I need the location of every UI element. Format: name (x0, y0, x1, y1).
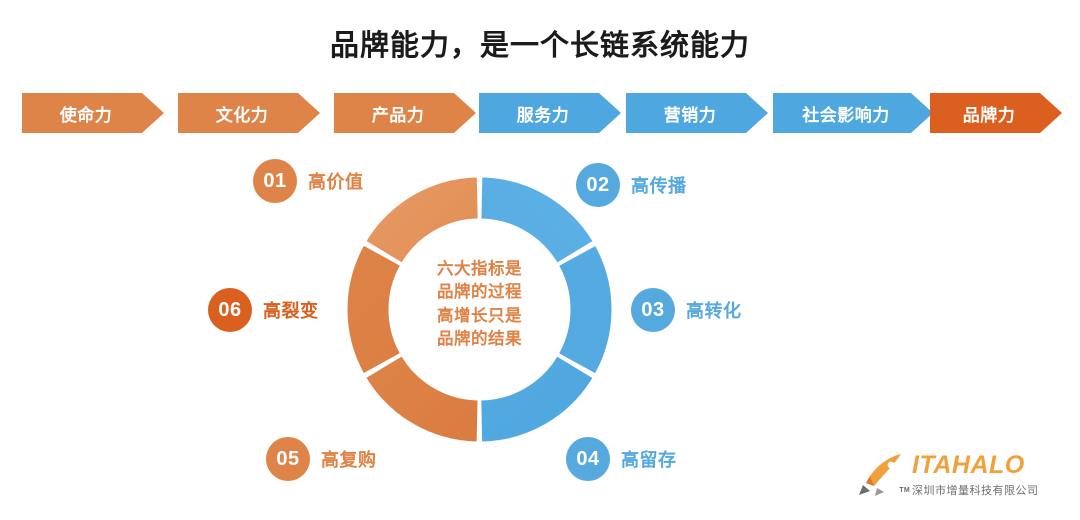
donut-marker-06[interactable]: 06 高裂变 (208, 288, 319, 332)
donut-marker-05-badge: 05 (266, 437, 310, 481)
chevron-step-4[interactable]: 服务力 (479, 93, 621, 133)
chevron-step-7[interactable]: 品牌力 (930, 93, 1062, 133)
donut-marker-04-label: 高留存 (621, 450, 677, 470)
center-line-3: 高增长只是 (437, 306, 522, 325)
donut-marker-04-badge: 04 (566, 437, 610, 481)
logo-company-subtitle: 深圳市增量科技有限公司 (912, 484, 1039, 497)
donut-chart (337, 167, 622, 452)
chevron-step-3[interactable]: 产品力 (334, 93, 476, 133)
chevron-step-6[interactable]: 社会影响力 (773, 93, 933, 133)
company-logo: TM ITAHALO 深圳市增量科技有限公司 (857, 447, 1057, 503)
donut-marker-03-label: 高转化 (686, 301, 742, 321)
donut-marker-01[interactable]: 01 高价值 (253, 159, 364, 203)
rocket-icon: TM (857, 452, 910, 498)
donut-marker-03-badge: 03 (631, 288, 675, 332)
donut-marker-02[interactable]: 02 高传播 (576, 163, 687, 207)
chevron-step-4-label: 服务力 (516, 105, 570, 125)
donut-marker-05[interactable]: 05 高复购 (266, 437, 377, 481)
chevron-step-3-label: 产品力 (371, 105, 425, 125)
chevron-step-2[interactable]: 文化力 (178, 93, 320, 133)
center-line-4: 品牌的结果 (437, 330, 522, 349)
chevron-step-5[interactable]: 营销力 (626, 93, 768, 133)
logo-company-name: ITAHALO (912, 450, 1025, 479)
donut-marker-06-label: 高裂变 (263, 301, 319, 321)
trademark-mark: TM (899, 487, 910, 494)
donut-marker-03[interactable]: 03 高转化 (631, 288, 742, 332)
chevron-step-1[interactable]: 使命力 (22, 93, 164, 133)
donut-marker-02-badge: 02 (576, 163, 620, 207)
chevron-step-2-label: 文化力 (215, 105, 269, 125)
donut-marker-01-label: 高价值 (308, 172, 364, 192)
center-line-2: 品牌的过程 (437, 283, 522, 302)
donut-marker-06-badge: 06 (208, 288, 252, 332)
donut-marker-04[interactable]: 04 高留存 (566, 437, 677, 481)
page-title: 品牌能力，是一个长链系统能力 (329, 30, 750, 62)
chevron-step-1-label: 使命力 (59, 105, 113, 125)
center-line-1: 六大指标是 (437, 260, 522, 278)
donut-marker-01-badge: 01 (253, 159, 297, 203)
donut-segment-03 (347, 177, 612, 442)
chevron-step-6-label: 社会影响力 (802, 105, 890, 125)
donut-segment-06 (347, 177, 612, 442)
donut-marker-02-label: 高传播 (631, 176, 687, 196)
logo-text-block: ITAHALO 深圳市增量科技有限公司 (912, 450, 1039, 498)
donut-marker-05-label: 高复购 (321, 450, 377, 470)
process-chevron-row: 使命力 文化力 产品力 服务力 营销力 社会影响力 品牌力 (22, 93, 1062, 133)
donut-center-caption: 六大指标是 品牌的过程 高增长只是 品牌的结果 (337, 258, 622, 352)
chevron-step-5-label: 营销力 (663, 105, 717, 125)
chevron-step-7-label: 品牌力 (962, 105, 1016, 125)
